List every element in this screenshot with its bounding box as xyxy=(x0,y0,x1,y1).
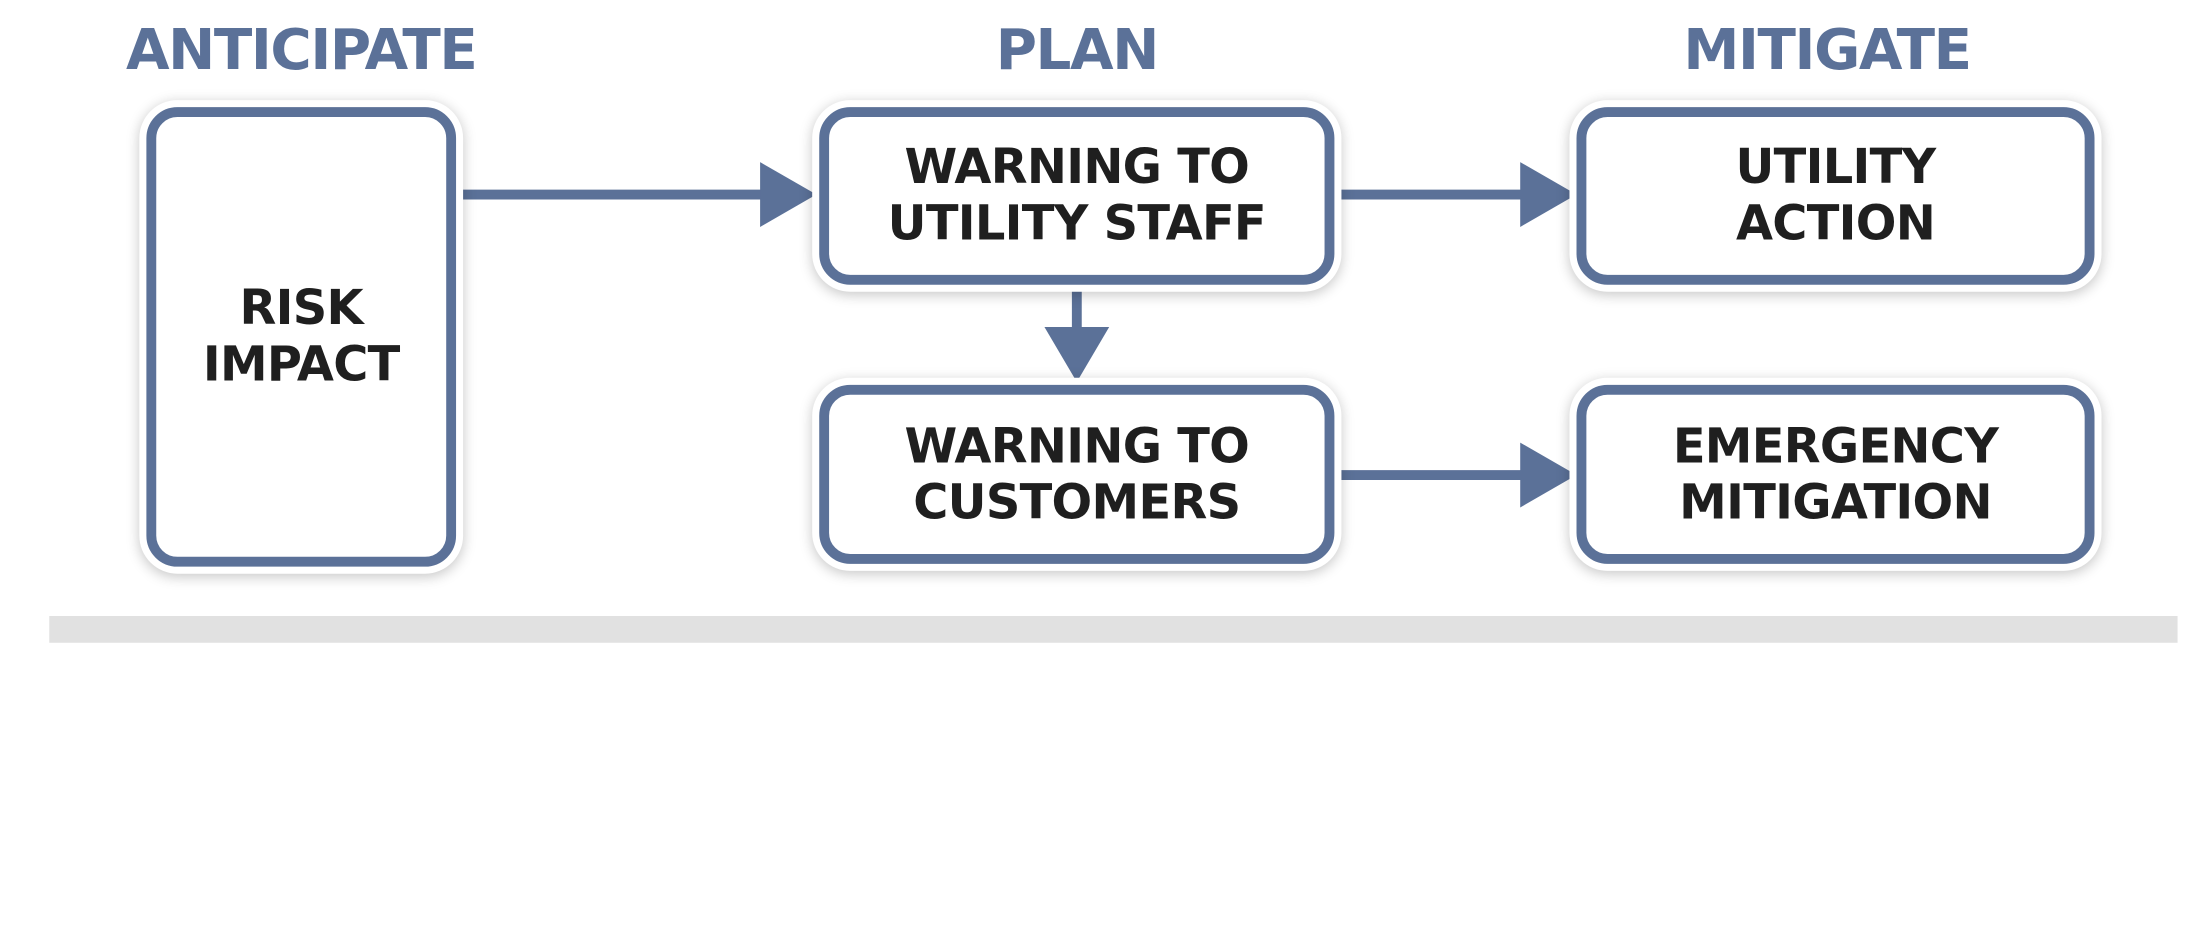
arrowhead-staff-to-action xyxy=(1520,162,1577,227)
box-warning-customers: WARNING TO CUSTOMERS xyxy=(819,384,1335,564)
box-utility-action: UTILITY ACTION xyxy=(1576,107,2095,285)
heading-mitigate: MITIGATE xyxy=(1683,18,1972,84)
heading-plan: PLAN xyxy=(995,18,1160,84)
heading-anticipate: ANTICIPATE xyxy=(126,18,478,84)
footer-divider-bar xyxy=(49,615,2178,643)
box-warning-utility-staff-label: WARNING TO UTILITY STAFF xyxy=(887,139,1267,253)
box-risk-impact-label: RISK IMPACT xyxy=(202,280,400,394)
arrowhead-risk-to-staff xyxy=(760,162,817,227)
box-risk-impact: RISK IMPACT xyxy=(146,107,457,567)
arrowhead-staff-to-customers xyxy=(1044,327,1110,383)
box-emergency-mitigation-label: EMERGENCY MITIGATION xyxy=(1672,417,1999,531)
box-emergency-mitigation: EMERGENCY MITIGATION xyxy=(1576,384,2095,564)
box-warning-utility-staff: WARNING TO UTILITY STAFF xyxy=(819,107,1335,285)
connector-layer xyxy=(458,162,1577,508)
arrowhead-customers-to-mitigation xyxy=(1520,442,1577,508)
box-utility-action-label: UTILITY ACTION xyxy=(1735,139,1937,253)
box-warning-customers-label: WARNING TO CUSTOMERS xyxy=(904,417,1250,531)
